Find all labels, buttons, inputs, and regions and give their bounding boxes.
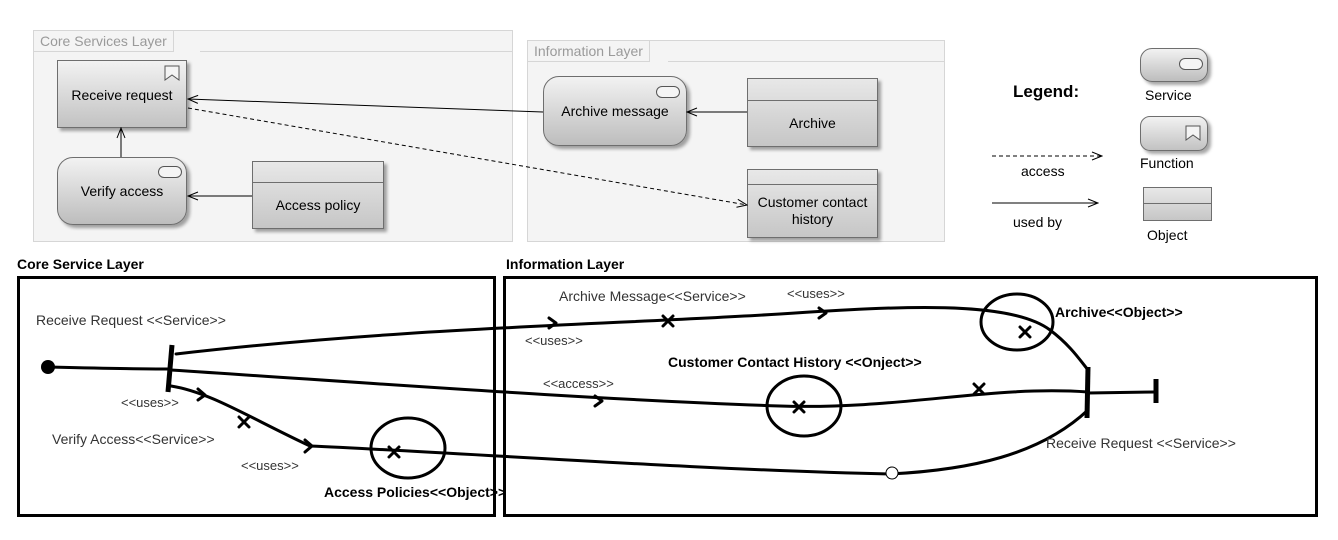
access-policies-label: Access Policies<<Object>>: [324, 484, 507, 500]
uses-label-2: <<uses>>: [241, 458, 299, 473]
access-policy-label: Access policy: [275, 197, 361, 213]
access-policy-object[interactable]: Access policy: [252, 161, 384, 229]
information-box: [503, 276, 1318, 517]
path-join-to-end: [1086, 390, 1157, 395]
information-lane-title: Information Layer: [528, 41, 650, 62]
core-service-box: [17, 276, 496, 517]
direction-chevron: [547, 316, 558, 330]
merge-place: [885, 466, 899, 480]
receive-request-start-label: Receive Request <<Service>>: [36, 312, 226, 328]
legend-function-label: Function: [1140, 155, 1194, 171]
verify-access-label: Verify access: [80, 183, 164, 199]
path-fork-to-archive-message: [174, 306, 1090, 372]
x-mark: [387, 445, 401, 459]
archive-label: Archive<<Object>>: [1055, 304, 1183, 320]
access-label: <<access>>: [543, 376, 614, 391]
receive-to-history-access: [187, 107, 747, 205]
archive-object[interactable]: Archive: [747, 78, 878, 147]
legend-function-shape: [1140, 116, 1208, 151]
legend-access-label: access: [1021, 163, 1065, 179]
access-policies-place: [369, 416, 447, 480]
customer-contact-history-label: Customer Contact History <<Onject>>: [668, 354, 922, 370]
information-box-title: Information Layer: [506, 256, 625, 272]
direction-chevron: [593, 394, 604, 408]
path-start-to-fork: [46, 365, 173, 371]
archive-label: Archive: [789, 115, 836, 131]
legend-used-by-label: used by: [1013, 214, 1063, 230]
core-service-box-title: Core Service Layer: [17, 256, 144, 272]
legend-object-shape: [1143, 187, 1212, 221]
receive-request-end-label: Receive Request <<Service>>: [1046, 435, 1236, 451]
customer-contact-history-label: Customer contact history: [757, 194, 868, 227]
core-services-lane-title: Core Services Layer: [34, 31, 174, 52]
uses-label-4: <<uses>>: [787, 286, 845, 301]
direction-chevron: [303, 438, 314, 454]
receive-request-label: Receive request: [71, 87, 173, 103]
x-mark: [1018, 325, 1032, 339]
direction-chevron: [817, 306, 828, 320]
function-icon: [1185, 125, 1201, 141]
x-mark: [661, 314, 675, 328]
start-place: [41, 360, 55, 374]
receive-request-function[interactable]: Receive request: [57, 60, 187, 128]
path-fork-to-access-policies: [169, 384, 1090, 476]
legend-title: Legend:: [1013, 82, 1080, 101]
archive-message-label: Archive Message<<Service>>: [559, 288, 746, 304]
archive-msg-to-receive-arrow: [188, 99, 544, 113]
customer-contact-history-object[interactable]: Customer contact history: [747, 169, 878, 238]
service-icon: [1179, 58, 1203, 70]
direction-chevron: [196, 387, 207, 402]
service-icon: [158, 166, 182, 178]
archive-message-label: Archive message: [561, 103, 669, 119]
customer-history-place: [765, 374, 843, 438]
uses-label-3: <<uses>>: [525, 333, 583, 348]
path-fork-to-customer-history: [169, 368, 1090, 408]
x-mark: [972, 382, 986, 396]
verify-access-label: Verify Access<<Service>>: [52, 431, 215, 447]
legend-service-label: Service: [1145, 87, 1192, 103]
uses-label-1: <<uses>>: [121, 395, 179, 410]
verify-access-service[interactable]: Verify access: [57, 157, 187, 225]
fork-transition: [165, 344, 175, 393]
x-mark: [792, 400, 806, 414]
join-transition: [1084, 366, 1091, 419]
archive-place: [979, 292, 1055, 352]
legend-object-label: Object: [1147, 227, 1188, 243]
function-icon: [164, 65, 180, 81]
service-icon: [656, 86, 680, 98]
legend-service-shape: [1140, 48, 1208, 82]
x-mark: [237, 415, 251, 429]
